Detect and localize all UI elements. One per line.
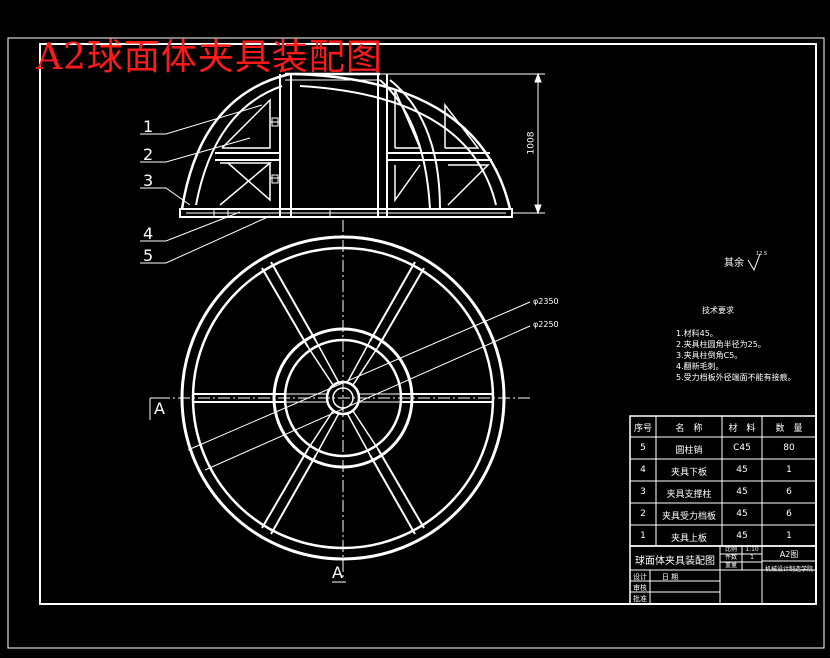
height-dimension [380,72,545,215]
table-row: 80 [783,443,795,453]
overlay-title: A2球面体夹具装配图 [36,37,383,78]
notes-item: 3.夹具柱倒角C5。 [676,351,743,360]
table-row: 1 [786,531,792,541]
callout-leaders [140,104,271,264]
section-label-bottom: A [332,563,343,582]
count-label: 件数 [724,554,737,561]
title-block-lines [629,545,817,605]
table-row: 夹具支撑柱 [666,490,712,500]
callout-2: 2 [143,145,154,164]
callout-1: 1 [143,117,154,136]
bom-header-material: 材 料 [728,424,756,434]
table-row: 45 [736,531,748,541]
table-row: 4 [640,465,646,475]
scale-value: 1:10 [745,546,759,553]
designer-label: 设计 [633,573,647,581]
drawing-code: A2图 [779,550,799,559]
callout-4: 4 [143,224,154,243]
notes-item: 1.材料45。 [676,329,718,338]
scale-label: 比例 [724,546,737,553]
table-row: 1 [640,531,646,541]
table-row: 夹具上板 [670,534,707,544]
notes-item: 5.受力档板外径端面不能有接痕。 [676,373,796,382]
table-row: 45 [736,487,748,497]
table-row: 5 [640,443,646,453]
outer-ring [180,235,506,561]
institution: 机械设计制造学院 [764,566,813,573]
notes-title: 技术要求 [702,306,734,315]
table-row: 圆柱销 [675,446,703,456]
bom-header-name: 名 称 [675,424,703,434]
approver-label: 批准 [633,595,647,603]
inner-border [39,43,817,605]
table-row: 45 [736,509,748,519]
table-row: 45 [736,465,748,475]
height-dimension-value: 1008 [526,131,537,155]
date-label: 日 期 [661,573,679,581]
outer-border [7,37,825,649]
top-view [158,220,531,580]
table-row: 6 [786,509,792,519]
checker-label: 审核 [633,584,647,592]
inner-diameter-label: φ2250 [533,320,559,329]
table-row: 6 [786,487,792,497]
weight-label: 重量 [724,562,737,569]
surface-finish-symbol [747,253,761,272]
notes-item: 4.翻新毛刺。 [676,362,724,371]
table-row: 夹具下板 [670,468,707,478]
table-row: C45 [733,443,751,453]
middle-ring [272,327,414,469]
section-label-left: A [154,399,165,418]
front-view [179,72,513,218]
table-row: 1 [786,465,792,475]
outer-diameter-label: φ2350 [533,297,559,306]
surface-finish-label: 其余 [724,258,744,269]
section-marks [149,397,346,583]
surface-finish-value: 12.5 [756,251,768,257]
notes-item: 2.夹具柱圆角半径为25。 [676,340,766,349]
callout-3: 3 [143,171,154,190]
callout-5: 5 [143,246,154,265]
drawing-name: 球面体夹具装配图 [635,556,715,567]
table-row: 2 [640,509,646,519]
table-row: 夹具受力档板 [661,512,716,522]
bom-table-lines [629,415,817,547]
hub [325,380,361,416]
count-value: 1 [750,554,754,561]
bom-header-qty: 数 量 [775,424,803,434]
table-row: 3 [640,487,646,497]
bom-header-no: 序号 [633,424,652,434]
